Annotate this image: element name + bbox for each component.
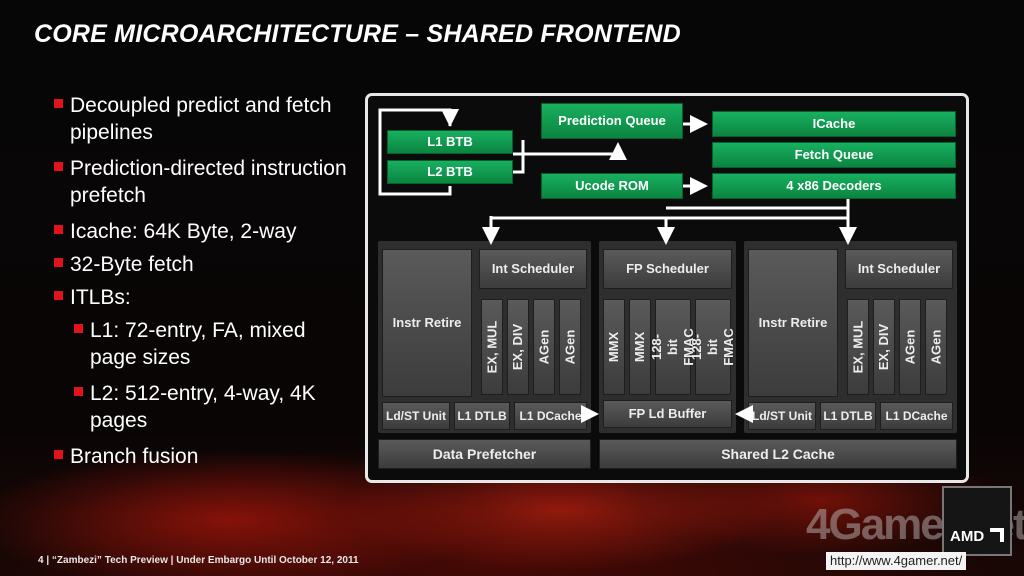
agen-unit-block: AGen [559, 299, 581, 395]
fp-ld-buffer-block: FP Ld Buffer [603, 400, 732, 428]
shared-l2-cache-block: Shared L2 Cache [599, 439, 957, 469]
l1-dtlb-block: L1 DTLB [454, 402, 510, 430]
connector-lines [378, 108, 857, 423]
bullet-item: ITLBs: [52, 284, 352, 311]
amd-logo-text: AMD [950, 528, 985, 545]
decoders-block: 4 x86 Decoders [712, 173, 956, 199]
l1-btb-block: L1 BTB [387, 130, 513, 154]
l1-dcache-block: L1 DCache [880, 402, 953, 430]
ldst-unit-block: Ld/ST Unit [382, 402, 450, 430]
instr-retire-block: Instr Retire [382, 249, 472, 397]
exec-unit-block: EX, DIV [873, 299, 895, 395]
exec-unit-block: EX, MUL [847, 299, 869, 395]
fp-scheduler-block: FP Scheduler [603, 249, 732, 289]
btb-to-prediction-arrow [513, 142, 627, 160]
btb-loop-line [378, 108, 452, 196]
sub-bullet-item: L2: 512-entry, 4-way, 4K pages [72, 380, 352, 434]
watermark-url[interactable]: http://www.4gamer.net/ [826, 552, 967, 570]
core-diagram: L1 BTB L2 BTB Prediction Queue Ucode ROM… [365, 93, 969, 483]
slide-footer: 4 | “Zambezi” Tech Preview | Under Embar… [38, 555, 359, 566]
prediction-queue-block: Prediction Queue [541, 103, 683, 139]
exec-unit-block: EX, MUL [481, 299, 503, 395]
slide-title: CORE MICROARCHITECTURE – SHARED FRONTEND [34, 20, 681, 48]
bullet-item: Prediction-directed instruction prefetch [52, 155, 352, 209]
mmx-unit-block: MMX [603, 299, 625, 395]
instr-retire-block: Instr Retire [748, 249, 838, 397]
fmac-unit-block: 128-bit FMAC [689, 299, 736, 395]
bullet-item: Decoupled predict and fetch pipelines [52, 92, 352, 146]
fetch-queue-block: Fetch Queue [712, 142, 956, 168]
l2-btb-block: L2 BTB [387, 160, 513, 184]
int-scheduler-block: Int Scheduler [479, 249, 587, 289]
l1-dtlb-block: L1 DTLB [820, 402, 876, 430]
bullet-item: 32-Byte fetch [52, 251, 352, 278]
sub-bullet-item: L1: 72-entry, FA, mixed page sizes [72, 317, 352, 371]
agen-unit-block: AGen [533, 299, 555, 395]
l2btb-connector-line [513, 140, 525, 174]
bullet-item: Branch fusion [52, 443, 352, 470]
bullet-list: Decoupled predict and fetch pipelines Pr… [52, 92, 352, 479]
agen-unit-block: AGen [899, 299, 921, 395]
icache-block: ICache [712, 111, 956, 137]
mmx-unit-block: MMX [629, 299, 651, 395]
int-scheduler-block: Int Scheduler [845, 249, 953, 289]
l1-dcache-block: L1 DCache [514, 402, 587, 430]
data-prefetcher-block: Data Prefetcher [378, 439, 591, 469]
amd-logo: AMD [942, 486, 1012, 556]
bullet-item: Icache: 64K Byte, 2-way [52, 218, 352, 245]
exec-unit-block: EX, DIV [507, 299, 529, 395]
ucode-rom-block: Ucode ROM [541, 173, 683, 199]
amd-arrow-icon [990, 528, 1004, 542]
fmac-unit-block: 128-bit FMAC [649, 299, 696, 395]
agen-unit-block: AGen [925, 299, 947, 395]
